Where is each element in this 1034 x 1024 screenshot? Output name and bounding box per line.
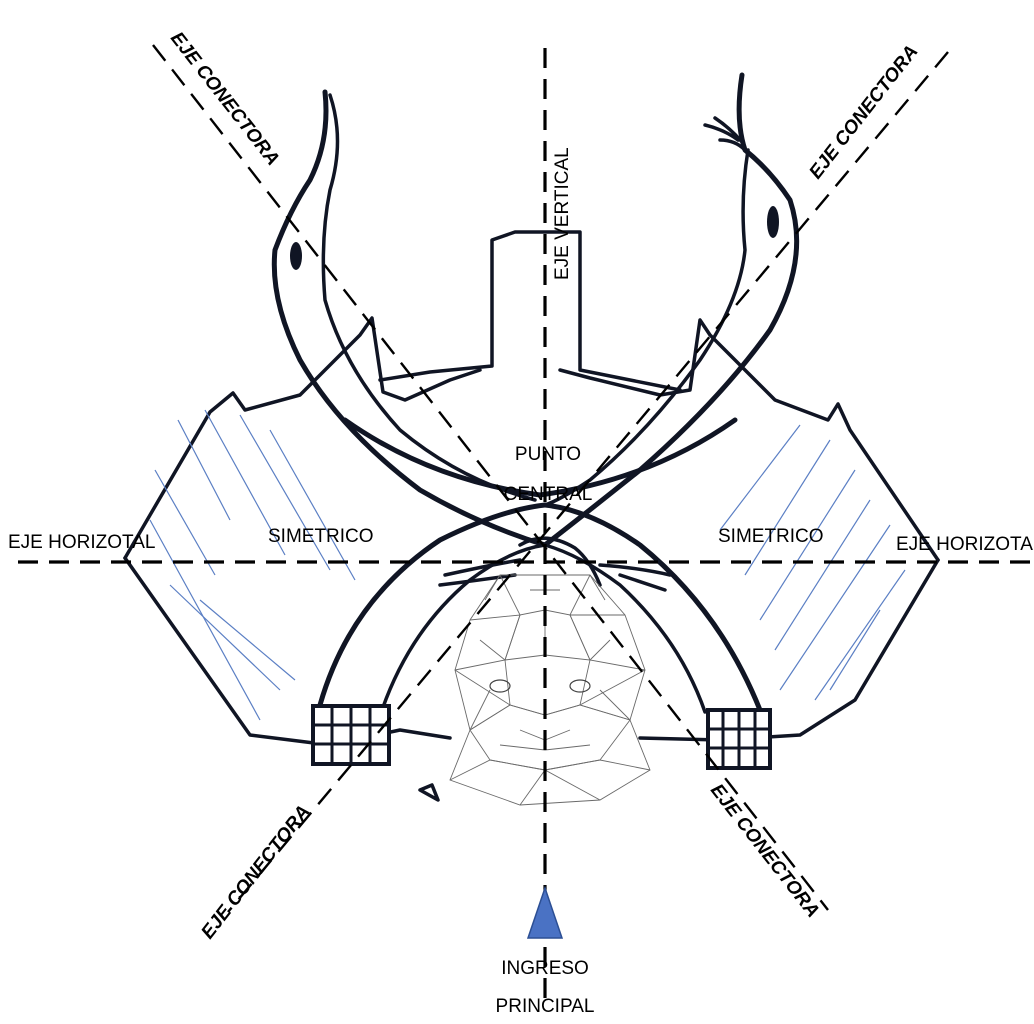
left-arm <box>271 89 548 712</box>
eje-horizontal-left-label: EJE HORIZOTAL <box>8 532 155 553</box>
left-arm-eye <box>290 242 302 270</box>
eje-conectora-bottom-left-label: EJE CONECTORA <box>197 801 314 943</box>
eje-vertical-label: EJE VERTICAL <box>552 147 573 280</box>
right-arm-eye <box>767 206 779 238</box>
eje-conectora-top-right-label: EJE CONECTORA <box>805 41 922 183</box>
central-mesh-head <box>418 536 672 806</box>
top-tower <box>378 230 682 392</box>
left-grid-block <box>311 704 391 766</box>
eje-horizontal-right-label: EJE HORIZOTAL <box>896 534 1034 555</box>
punto-central-label-line2: CENTRAL <box>504 484 593 505</box>
eje-conectora-axis-b <box>227 51 949 913</box>
upper-arc <box>342 417 738 498</box>
eje-conectora-bottom-right-label: EJE CONECTORA <box>706 780 823 922</box>
left-wing <box>123 316 482 747</box>
ingreso-label-line2: PRINCIPAL <box>496 996 595 1017</box>
eje-conectora-axis-a <box>152 44 829 911</box>
triangle-up-icon <box>526 885 564 939</box>
left-wing-hatch <box>149 409 356 721</box>
ingreso-label-line1: INGRESO <box>501 958 589 979</box>
punto-central-label-line1: PUNTO <box>515 444 581 465</box>
simetrico-left-label: SIMETRICO <box>268 526 374 547</box>
right-wing-hatch <box>719 424 906 701</box>
right-grid-block <box>706 708 772 770</box>
simetrico-right-label: SIMETRICO <box>718 526 824 547</box>
eje-conectora-top-left-label: EJE CONECTORA <box>166 28 283 170</box>
